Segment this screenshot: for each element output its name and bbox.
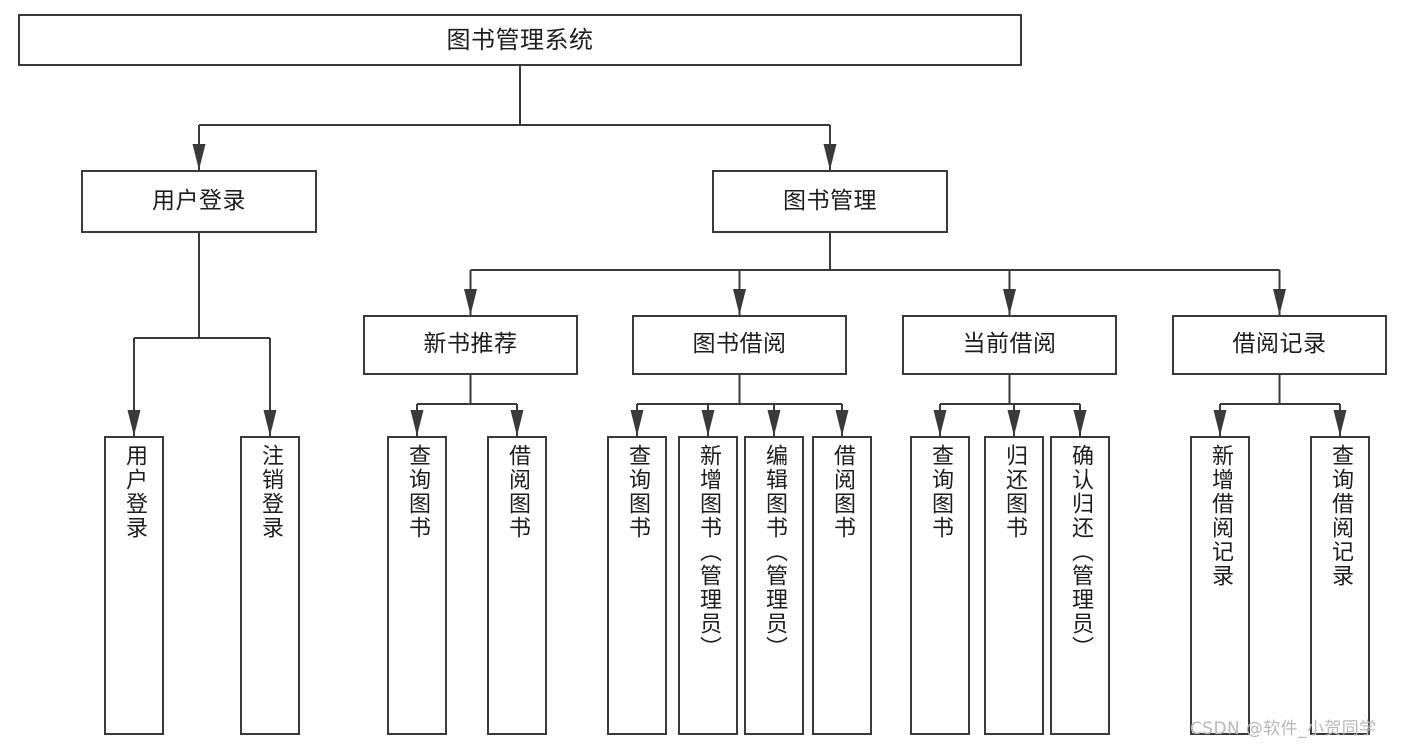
node-leaf-br-query[interactable]: 查询借阅记录	[1310, 436, 1370, 735]
node-label: 用户登录	[152, 187, 246, 214]
node-label: 图书管理	[783, 187, 877, 214]
node-label: 新书推荐	[423, 331, 518, 358]
node-label: 用户登录	[122, 444, 147, 540]
csdn-watermark: CSDN @软件_小贺同学	[1190, 719, 1377, 739]
arrowhead-leaf-rec-query	[410, 410, 424, 436]
arrowhead-leaf-cb-confirm	[1073, 410, 1087, 436]
node-label: 借阅记录	[1232, 331, 1327, 358]
node-label: 编辑图书（管理员）	[762, 444, 787, 660]
arrowhead-leaf-user-logout	[263, 410, 277, 436]
node-label: 图书借阅	[692, 331, 787, 358]
node-leaf-rec-borrow[interactable]: 借阅图书	[487, 436, 547, 735]
node-leaf-bb-borrow[interactable]: 借阅图书	[812, 436, 872, 735]
node-leaf-cb-return[interactable]: 归还图书	[984, 436, 1044, 735]
arrowhead-leaf-bb-borrow	[835, 410, 849, 436]
arrowhead-current-borrow	[1003, 289, 1016, 315]
node-label: 查询图书	[405, 444, 430, 540]
node-leaf-cb-confirm[interactable]: 确认归还（管理员）	[1050, 436, 1110, 735]
node-current-borrow[interactable]: 当前借阅	[902, 315, 1117, 375]
arrowhead-leaf-cb-query	[933, 410, 947, 436]
node-user-login[interactable]: 用户登录	[81, 170, 317, 233]
node-label: 确认归还（管理员）	[1068, 444, 1093, 660]
node-new-book-rec[interactable]: 新书推荐	[363, 315, 578, 375]
node-label: 图书管理系统	[446, 25, 594, 54]
arrowhead-leaf-rec-borrow	[510, 410, 524, 436]
node-leaf-cb-query[interactable]: 查询图书	[910, 436, 970, 735]
arrowhead-leaf-cb-return	[1007, 410, 1021, 436]
arrowhead-book-borrow	[733, 289, 746, 315]
node-label: 查询图书	[928, 444, 953, 540]
arrowhead-leaf-bb-add	[701, 410, 715, 436]
arrowhead-leaf-br-add	[1213, 410, 1227, 436]
node-label: 新增借阅记录	[1208, 444, 1233, 588]
node-label: 查询借阅记录	[1328, 444, 1353, 588]
node-root[interactable]: 图书管理系统	[18, 14, 1022, 66]
arrowhead-leaf-br-query	[1333, 410, 1347, 436]
node-label: 借阅图书	[830, 444, 855, 540]
node-label: 借阅图书	[505, 444, 530, 540]
arrowhead-new-book-rec	[464, 289, 477, 315]
node-leaf-rec-query[interactable]: 查询图书	[387, 436, 447, 735]
node-leaf-br-add[interactable]: 新增借阅记录	[1190, 436, 1250, 735]
node-leaf-user-login[interactable]: 用户登录	[104, 436, 164, 735]
node-leaf-bb-edit[interactable]: 编辑图书（管理员）	[744, 436, 804, 735]
node-leaf-bb-query[interactable]: 查询图书	[607, 436, 667, 735]
node-label: 归还图书	[1002, 444, 1027, 540]
node-leaf-user-logout[interactable]: 注销登录	[240, 436, 300, 735]
node-borrow-record[interactable]: 借阅记录	[1172, 315, 1387, 375]
arrowhead-book-admin	[823, 144, 837, 170]
arrowhead-user-login	[192, 144, 206, 170]
node-book-admin[interactable]: 图书管理	[712, 170, 948, 233]
arrowhead-leaf-bb-query	[630, 410, 644, 436]
node-label: 注销登录	[258, 444, 283, 540]
node-label: 新增图书（管理员）	[696, 444, 721, 660]
arrowhead-leaf-bb-edit	[767, 410, 781, 436]
node-leaf-bb-add[interactable]: 新增图书（管理员）	[678, 436, 738, 735]
node-book-borrow[interactable]: 图书借阅	[632, 315, 847, 375]
arrowhead-leaf-user-login	[127, 410, 141, 436]
arrowhead-borrow-record	[1273, 289, 1286, 315]
node-label: 当前借阅	[962, 331, 1057, 358]
node-label: 查询图书	[625, 444, 650, 540]
